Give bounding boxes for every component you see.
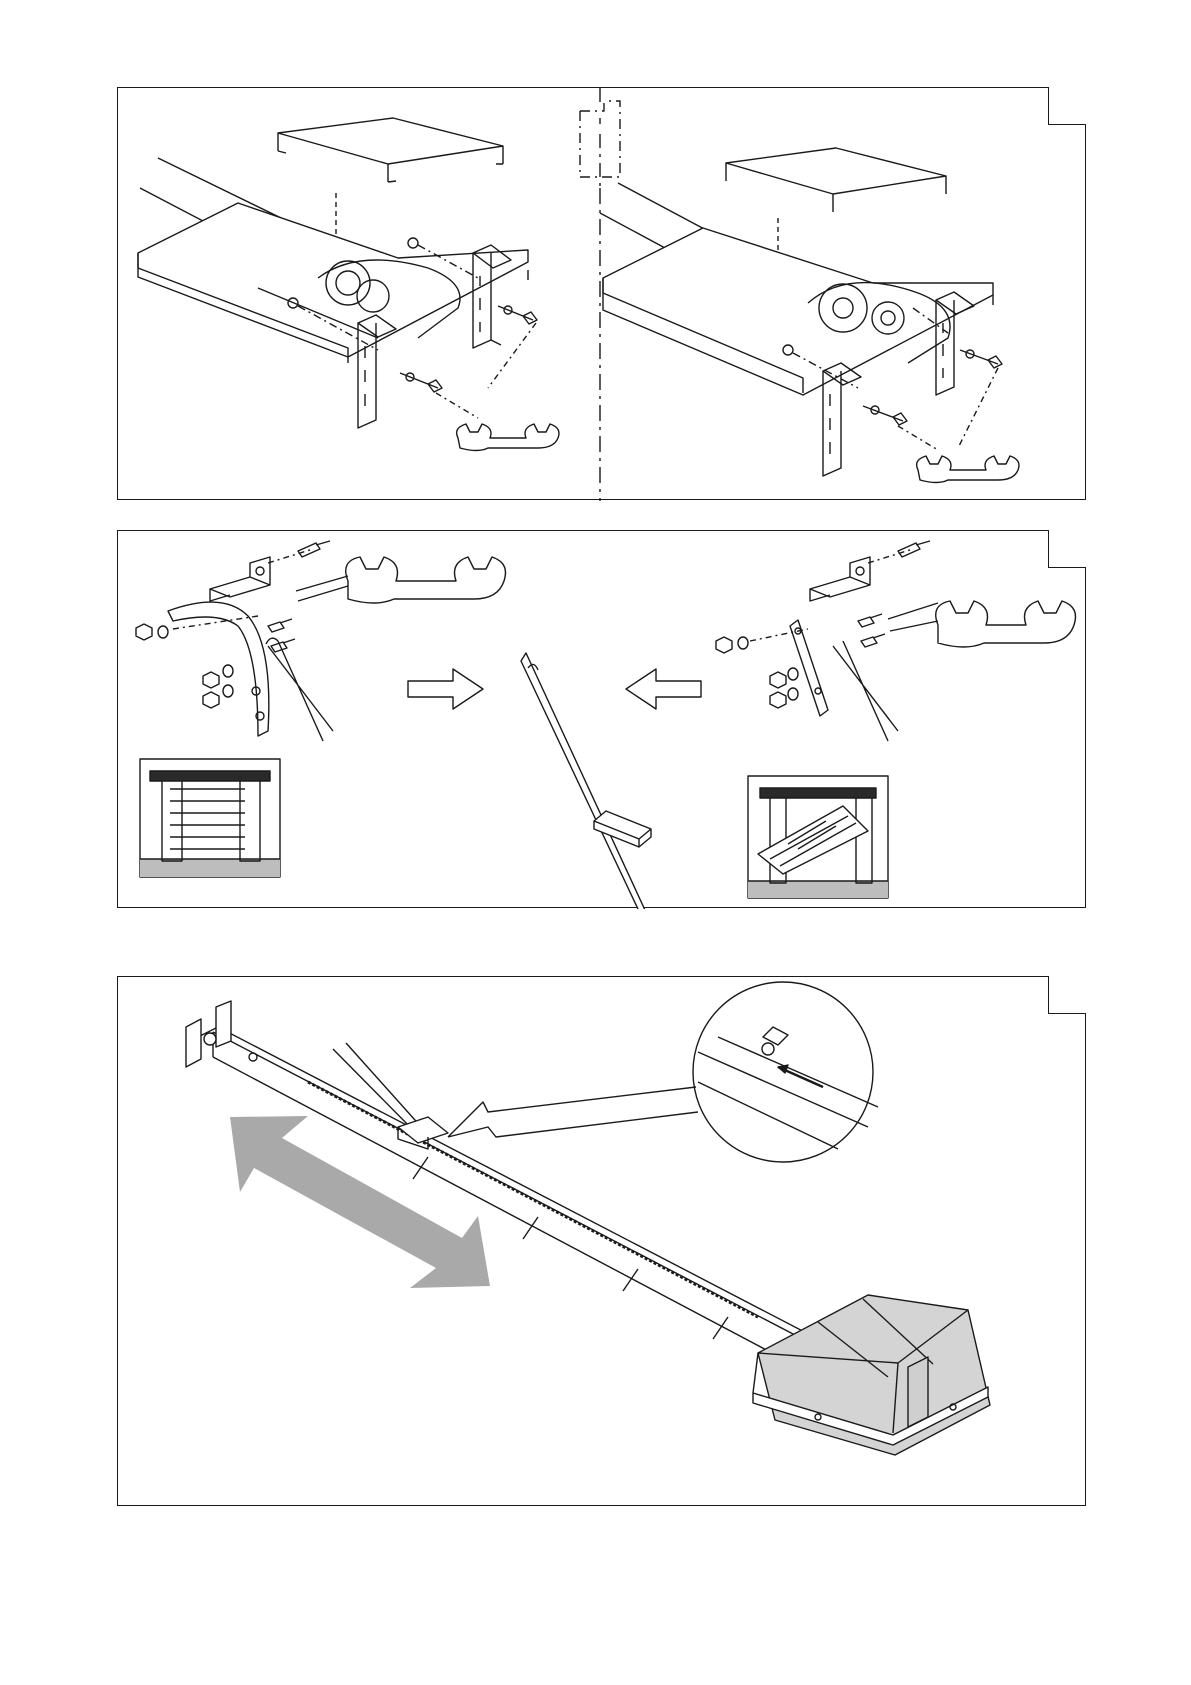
footer-text (0, 1668, 200, 1685)
assembly-drawing-1 (118, 88, 1087, 501)
straight-plate-right (790, 620, 828, 716)
arrow-right-icon (408, 669, 483, 709)
motor-unit (753, 1295, 990, 1455)
wrench-icon (936, 601, 1076, 647)
door-bracket-left (210, 557, 270, 601)
wrench-icon (917, 456, 1019, 483)
panel-motor-head-assembly (117, 87, 1086, 500)
up-and-over-door-icon (748, 776, 888, 898)
pointer-arrow-icon (448, 1087, 698, 1137)
detail-callout (693, 982, 878, 1162)
wrench-icon (346, 557, 506, 603)
wrench-icon (457, 424, 559, 451)
sectional-door-icon (140, 759, 280, 877)
curved-arm-left (168, 602, 269, 736)
nut-washer-right (716, 637, 798, 708)
double-arrow-icon (230, 1116, 490, 1288)
head-bracket (186, 1001, 257, 1067)
assembly-drawing-2 (118, 531, 1087, 909)
nut-washer-left (136, 624, 233, 708)
panel-rail-carriage-release (117, 976, 1086, 1506)
cover-left (278, 118, 503, 182)
assembly-drawing-3 (118, 977, 1087, 1507)
door-bracket-right (810, 557, 870, 601)
panel-door-arm-attachment (117, 530, 1086, 908)
cover-right (726, 148, 946, 212)
arrow-left-icon (626, 669, 701, 709)
